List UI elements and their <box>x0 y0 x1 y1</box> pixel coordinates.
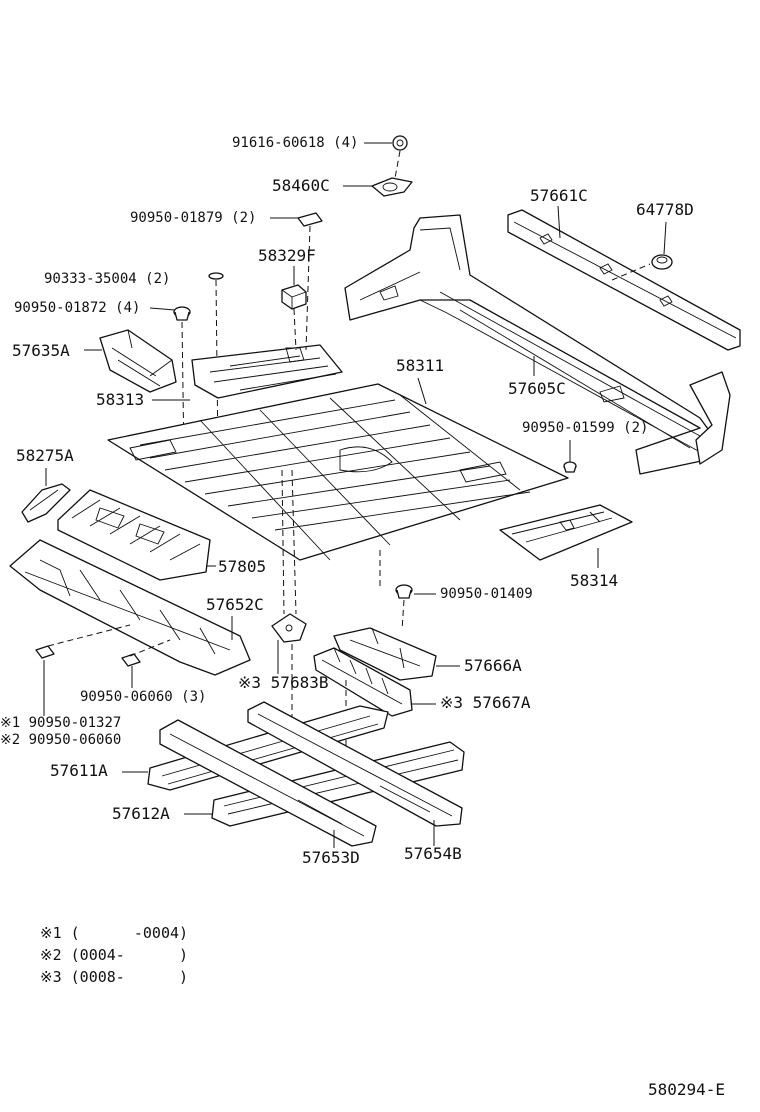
label-58460C: 58460C <box>272 176 330 195</box>
plug-90950-01599-drawing <box>563 440 577 473</box>
rail-57653D-drawing <box>159 719 377 848</box>
plate-58313-drawing <box>152 225 343 401</box>
label-58311: 58311 <box>396 356 445 375</box>
plug-64778D-drawing <box>651 221 673 270</box>
label-91616-60618: 91616-60618 (4) <box>232 135 359 151</box>
cap-58460C-drawing <box>343 150 413 197</box>
bracket-57666A-drawing <box>333 627 460 681</box>
label-90950-01599: 90950-01599 (2) <box>522 420 649 436</box>
diagram-id: 580294-E <box>648 1080 726 1099</box>
legend-item-3: ※3 (0008- ) <box>40 968 189 986</box>
plate-58314-drawing <box>499 504 633 568</box>
floor-pan-58311-drawing <box>107 377 569 561</box>
sill-57661C-drawing <box>507 205 741 351</box>
plug-90950-01879-drawing <box>270 212 323 227</box>
plug-90950-01409-drawing <box>379 550 436 631</box>
label-57652C: 57652C <box>206 595 264 614</box>
reinforcement-57667A-drawing <box>313 647 436 780</box>
label-57661C: 57661C <box>530 186 588 205</box>
label-90950-01327: ※1 90950-01327 <box>0 715 122 731</box>
plug-90950-06060-3-drawing <box>35 624 171 716</box>
rail-57654B-drawing <box>247 701 463 846</box>
label-90950-06060-3: 90950-06060 (3) <box>80 689 207 705</box>
label-57805: 57805 <box>218 557 267 576</box>
bolt-91616-drawing <box>364 135 408 151</box>
label-57654B: 57654B <box>404 844 462 863</box>
panel-57805-drawing <box>57 489 216 581</box>
label-57683B: ※3 57683B <box>238 673 329 692</box>
side-member-57605C-drawing <box>344 214 731 475</box>
label-57635A: 57635A <box>12 341 70 360</box>
label-90950-01409: 90950-01409 <box>440 586 533 602</box>
label-57611A: 57611A <box>50 761 108 780</box>
label-90950-01872: 90950-01872 (4) <box>14 300 141 316</box>
label-58275A: 58275A <box>16 446 74 465</box>
label-57605C: 57605C <box>508 379 566 398</box>
label-57666A: 57666A <box>464 656 522 675</box>
legend-item-1: ※1 ( -0004) <box>40 924 189 942</box>
bracket-57683B-drawing <box>271 469 307 720</box>
label-58329F: 58329F <box>258 246 316 265</box>
label-64778D: 64778D <box>636 200 694 219</box>
bracket-57635A-drawing <box>84 329 177 393</box>
label-90950-01879: 90950-01879 (2) <box>130 210 257 226</box>
bracket-58275A-drawing <box>21 468 71 523</box>
label-57667A: ※3 57667A <box>440 693 531 712</box>
panel-57652C-drawing <box>9 539 251 676</box>
label-57653D: 57653D <box>302 848 360 867</box>
label-58314: 58314 <box>570 571 619 590</box>
label-58313: 58313 <box>96 390 145 409</box>
legend-item-2: ※2 (0004- ) <box>40 946 189 964</box>
retainer-58329F-drawing <box>281 266 307 310</box>
label-90950-06060: ※2 90950-06060 <box>0 732 122 748</box>
label-57612A: 57612A <box>112 804 170 823</box>
label-90333-35004: 90333-35004 (2) <box>44 271 171 287</box>
